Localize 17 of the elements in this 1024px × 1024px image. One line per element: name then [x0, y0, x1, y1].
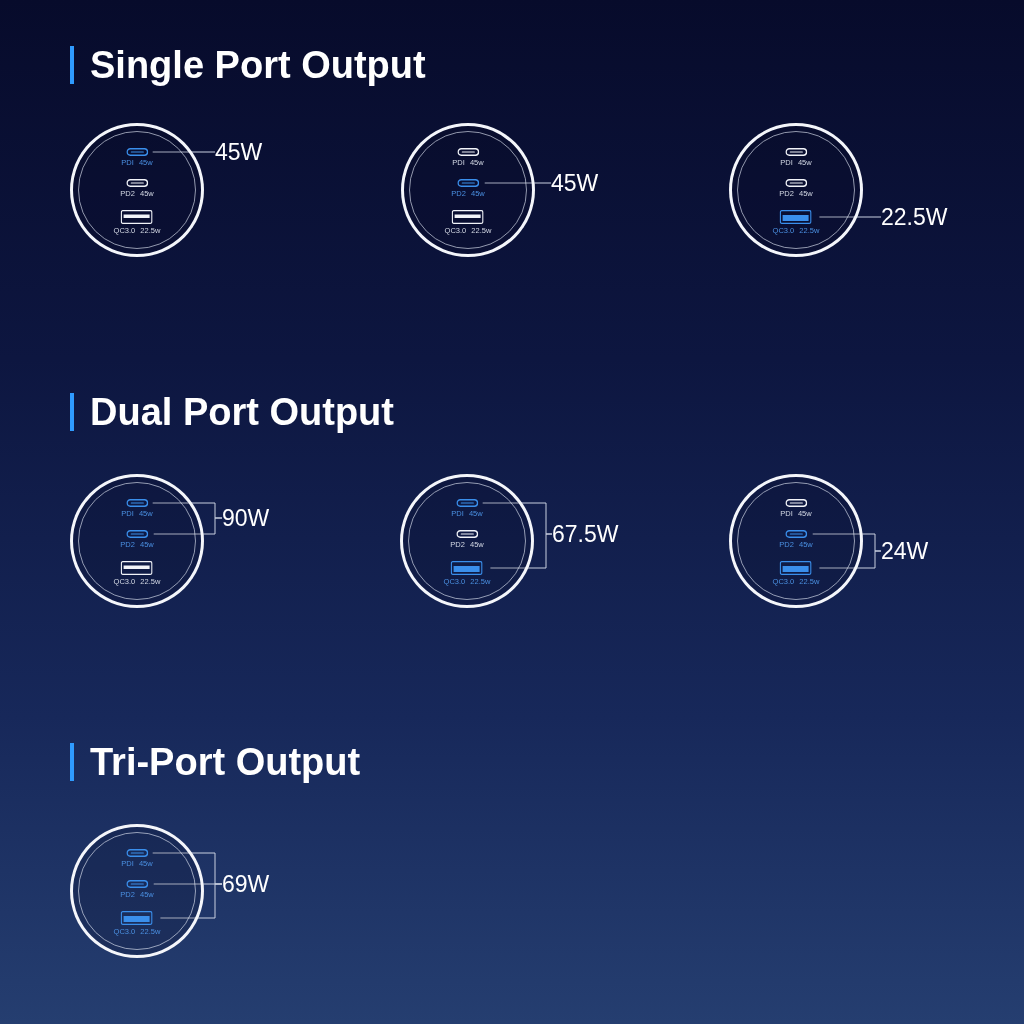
section-heading: Single Port Output	[70, 46, 426, 84]
leader-line	[152, 151, 216, 153]
leader-line	[159, 883, 223, 919]
wattage-label: 22.5W	[881, 205, 948, 229]
wattage-label: 24W	[881, 539, 929, 563]
wattage-label: 45W	[551, 171, 599, 195]
leader-line	[818, 216, 882, 218]
leader-line	[153, 517, 223, 535]
wattage-label: 67.5W	[552, 522, 619, 546]
wattage-label: 45W	[215, 140, 263, 164]
wattage-label: 90W	[222, 506, 270, 530]
leader-line	[484, 182, 552, 184]
section-heading: Tri-Port Output	[70, 743, 361, 781]
section-heading: Dual Port Output	[70, 393, 394, 431]
leader-line	[818, 550, 882, 569]
wattage-label: 69W	[222, 872, 270, 896]
leader-line	[489, 533, 553, 569]
